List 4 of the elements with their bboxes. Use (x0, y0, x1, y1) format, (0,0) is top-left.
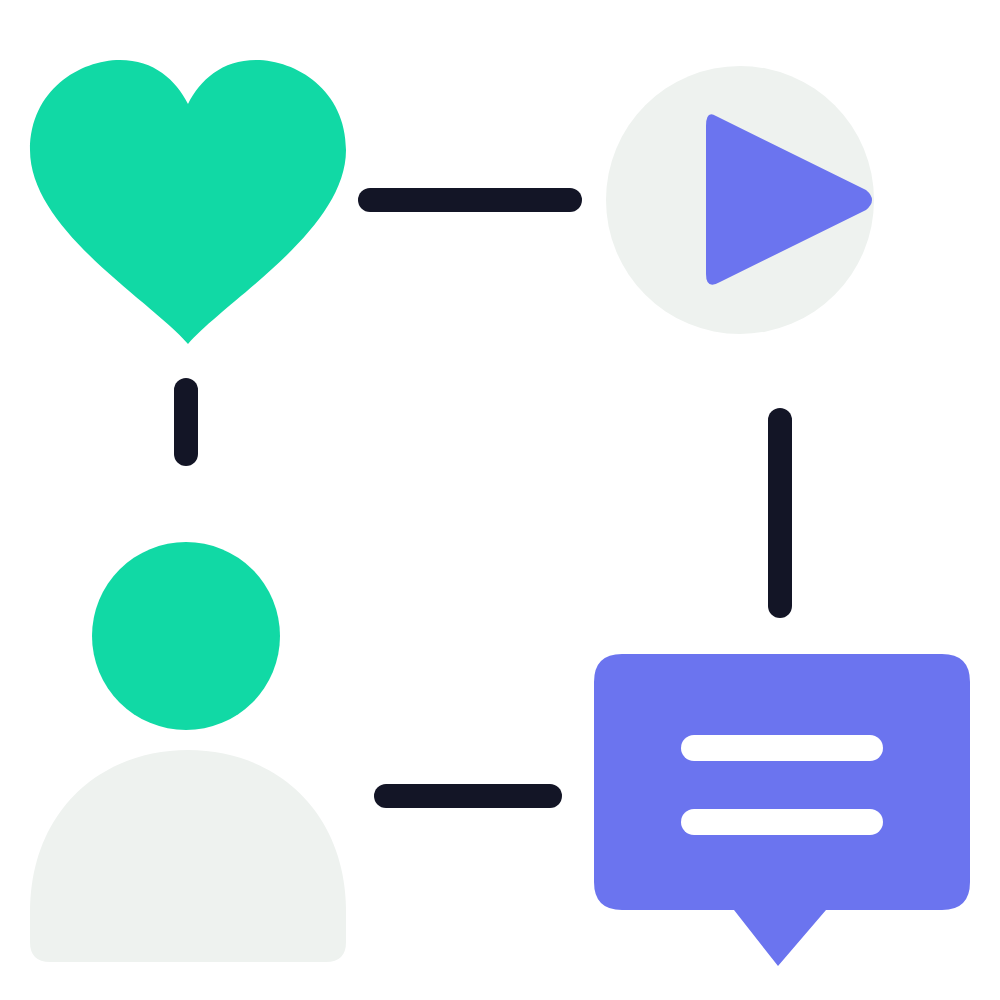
connector-line (374, 784, 562, 808)
connector-line (768, 408, 792, 618)
connector-line (174, 378, 198, 466)
connector-line (358, 188, 582, 212)
